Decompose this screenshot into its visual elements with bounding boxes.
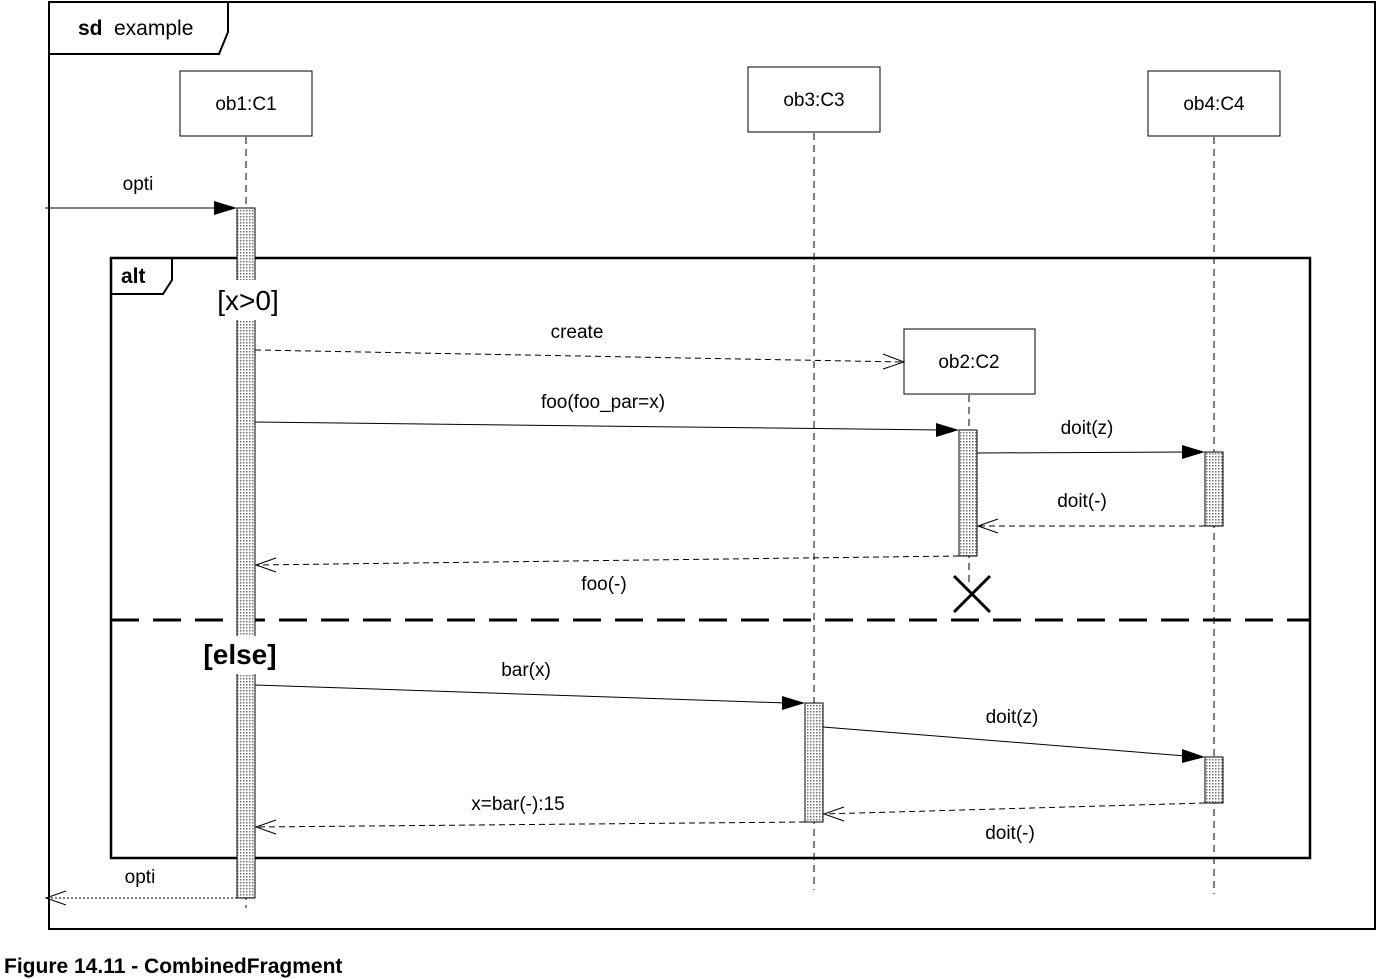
lifeline-ob1-head[interactable]: ob1:C1 — [179, 70, 313, 137]
lifeline-ob4-label: ob4:C4 — [1183, 94, 1245, 115]
lifeline-ob3-head[interactable]: ob3:C3 — [747, 66, 881, 133]
message-doit-z-2-label: doit(z) — [986, 707, 1039, 728]
message-opti-out-label: opti — [125, 867, 156, 888]
lifeline-lines — [245, 133, 1215, 908]
message-foo[interactable]: foo(foo_par=x) — [254, 392, 959, 437]
alt-operator-label: alt — [121, 265, 146, 288]
guard-1-label: [x>0] — [217, 285, 278, 316]
activation-ob4-2 — [1204, 756, 1224, 804]
message-create[interactable]: create — [254, 322, 906, 370]
message-opti-out[interactable]: opti — [44, 867, 237, 906]
lifeline-ob3-label: ob3:C3 — [783, 90, 844, 111]
message-bar-ret-label: x=bar(-):15 — [471, 794, 564, 815]
guard-2-label: [else] — [203, 639, 276, 670]
alt-fragment: alt — [109, 256, 1312, 860]
message-doit-z-2[interactable]: doit(z) — [822, 707, 1205, 763]
activation-ob3 — [804, 702, 824, 823]
lifeline-ob4-head[interactable]: ob4:C4 — [1147, 70, 1281, 137]
destruction-x-icon — [952, 574, 992, 614]
lifeline-ob2-head[interactable]: ob2:C2 — [903, 328, 1036, 395]
message-foo-ret-label: foo(-) — [581, 574, 626, 595]
message-doit-ret-1[interactable]: doit(-) — [976, 491, 1205, 534]
sd-frame-name: example — [114, 17, 193, 40]
activation-ob4-1 — [1204, 451, 1224, 527]
message-doit-z-1-label: doit(z) — [1061, 418, 1114, 439]
message-doit-z-1[interactable]: doit(z) — [976, 418, 1205, 459]
figure-caption: Figure 14.11 - CombinedFragment — [4, 955, 343, 978]
guard-2: [else] — [196, 636, 286, 674]
message-bar[interactable]: bar(x) — [254, 660, 805, 710]
message-bar-label: bar(x) — [501, 660, 551, 681]
guard-1: [x>0] — [209, 280, 287, 320]
message-create-label: create — [551, 322, 604, 343]
message-foo-label: foo(foo_par=x) — [541, 392, 665, 413]
sd-frame: sd example — [48, 1, 1376, 930]
message-opti-in-label: opti — [123, 174, 154, 195]
lifeline-ob1-label: ob1:C1 — [215, 94, 276, 115]
message-bar-ret[interactable]: x=bar(-):15 — [254, 794, 806, 835]
sd-frame-keyword: sd — [78, 17, 103, 40]
activation-ob1 — [236, 207, 256, 899]
message-doit-ret-2-label: doit(-) — [985, 823, 1035, 844]
message-opti-in[interactable]: opti — [45, 174, 237, 215]
lifeline-ob2-label: ob2:C2 — [938, 352, 999, 373]
activation-ob2 — [958, 429, 978, 557]
message-doit-ret-2[interactable]: doit(-) — [822, 802, 1206, 844]
message-foo-ret[interactable]: foo(-) — [254, 555, 960, 595]
message-doit-ret-1-label: doit(-) — [1057, 491, 1107, 512]
activations — [236, 207, 1224, 899]
